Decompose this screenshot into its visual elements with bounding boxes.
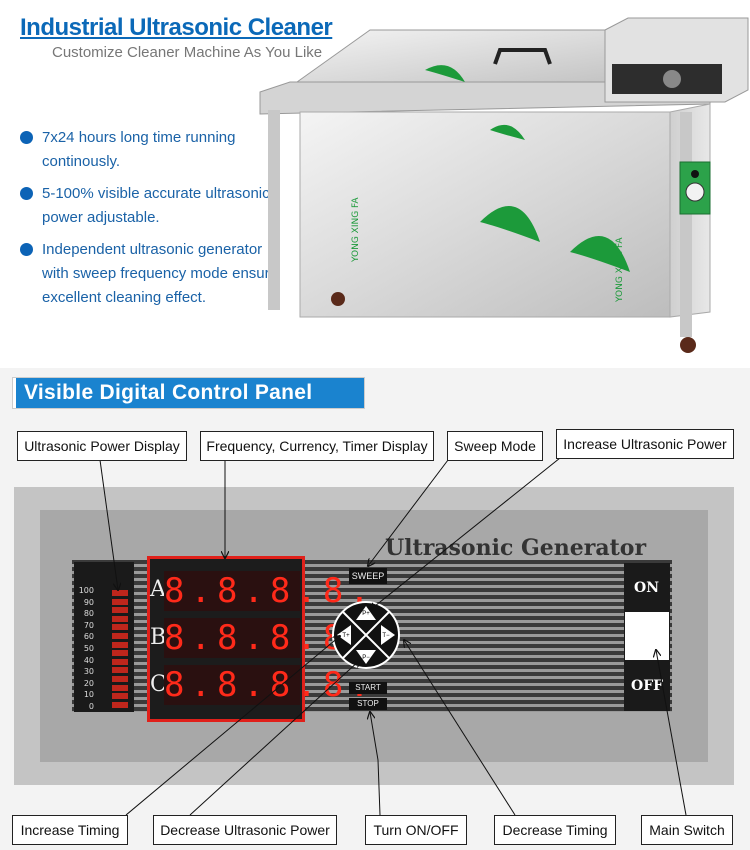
feature-item: 5-100% visible accurate ultrasonic power… [20,182,290,230]
power-bar-segment [112,684,128,691]
feature-item: 7x24 hours long time running continously… [20,126,290,174]
power-bar-segment [112,658,128,665]
bullet-dot-icon [20,243,33,256]
sweep-label: SWEEP [349,568,387,584]
switch-rocker[interactable] [625,612,669,660]
power-bar-segment [112,633,128,639]
row-label: A [150,577,166,602]
scale-tick-label: 10 [83,690,94,700]
callout-increase-power: Increase Ultrasonic Power [556,429,734,459]
keypad: P+ P− T+ T− [332,601,400,669]
power-bar-segment [112,598,128,605]
digit-display-b: 8.8.8.8. [164,618,376,658]
scale-tick-label: 80 [83,609,94,619]
scale-tick-label: 20 [83,678,94,688]
callout-power-display: Ultrasonic Power Display [17,431,187,461]
scale-tick-label: 60 [83,632,94,642]
callout-turn-on-off: Turn ON/OFF [365,815,467,845]
callout-increase-timing: Increase Timing [12,815,128,845]
decrease-timing-key[interactable]: T− [381,625,395,645]
generator-title: Ultrasonic Generator [385,535,647,561]
power-bar-segment [112,615,128,622]
start-label[interactable]: START [349,682,387,694]
power-bar-segment [112,693,128,700]
scale-tick-label: 40 [83,655,94,665]
digit-display-c: 8.8.8.8. [164,665,376,705]
svg-text:YONG XING FA: YONG XING FA [615,237,625,303]
page-title: Industrial Ultrasonic Cleaner [20,14,333,41]
ultrasonic-cleaner-machine-image: YONG XING FA YONG XING FA [259,17,749,353]
svg-text:YONG XING FA: YONG XING FA [351,197,361,263]
callout-freq-display: Frequency, Currency, Timer Display [200,431,434,461]
section-banner [13,378,364,408]
scale-tick-label: 90 [83,597,94,607]
callout-decrease-power: Decrease Ultrasonic Power [153,815,337,845]
power-bar-segment [112,590,128,596]
digit-display-a: 8.8.8.8. [164,571,376,611]
scale-tick-label: 0 [88,702,94,711]
decrease-power-key[interactable]: P− [356,650,376,664]
increase-power-key[interactable]: P+ [356,606,376,620]
power-bar-segment [112,607,128,614]
feature-item: Independent ultrasonic generator with sw… [20,238,290,310]
power-bar-segment [112,676,128,682]
power-bar-segment [112,701,128,708]
increase-timing-key[interactable]: T+ [337,625,351,645]
power-bar-segment [112,624,128,631]
scale-tick-label: 100 [78,586,94,595]
switch-on-label: ON [634,580,659,596]
svg-text:P−: P− [362,655,370,661]
switch-off-label: OFF [631,678,664,694]
bullet-dot-icon [20,187,33,200]
callout-sweep-mode: Sweep Mode [447,431,543,461]
svg-text:T−: T− [382,633,390,639]
page-subtitle: Customize Cleaner Machine As You Like [52,44,323,61]
svg-text:P+: P+ [362,611,370,617]
callout-main-switch: Main Switch [641,815,733,845]
bullet-dot-icon [20,131,33,144]
callout-decrease-timing: Decrease Timing [494,815,616,845]
power-bar-segment [112,650,128,657]
section-banner-title: Visible Digital Control Panel [24,381,313,404]
power-bar-segment [112,641,128,648]
scale-tick-label: 70 [83,620,94,630]
svg-text:T+: T+ [342,633,350,639]
scale-tick-label: 30 [83,667,94,677]
stop-label[interactable]: STOP [349,698,387,710]
scale-tick-label: 50 [83,644,94,653]
power-bar-segment [112,667,128,674]
